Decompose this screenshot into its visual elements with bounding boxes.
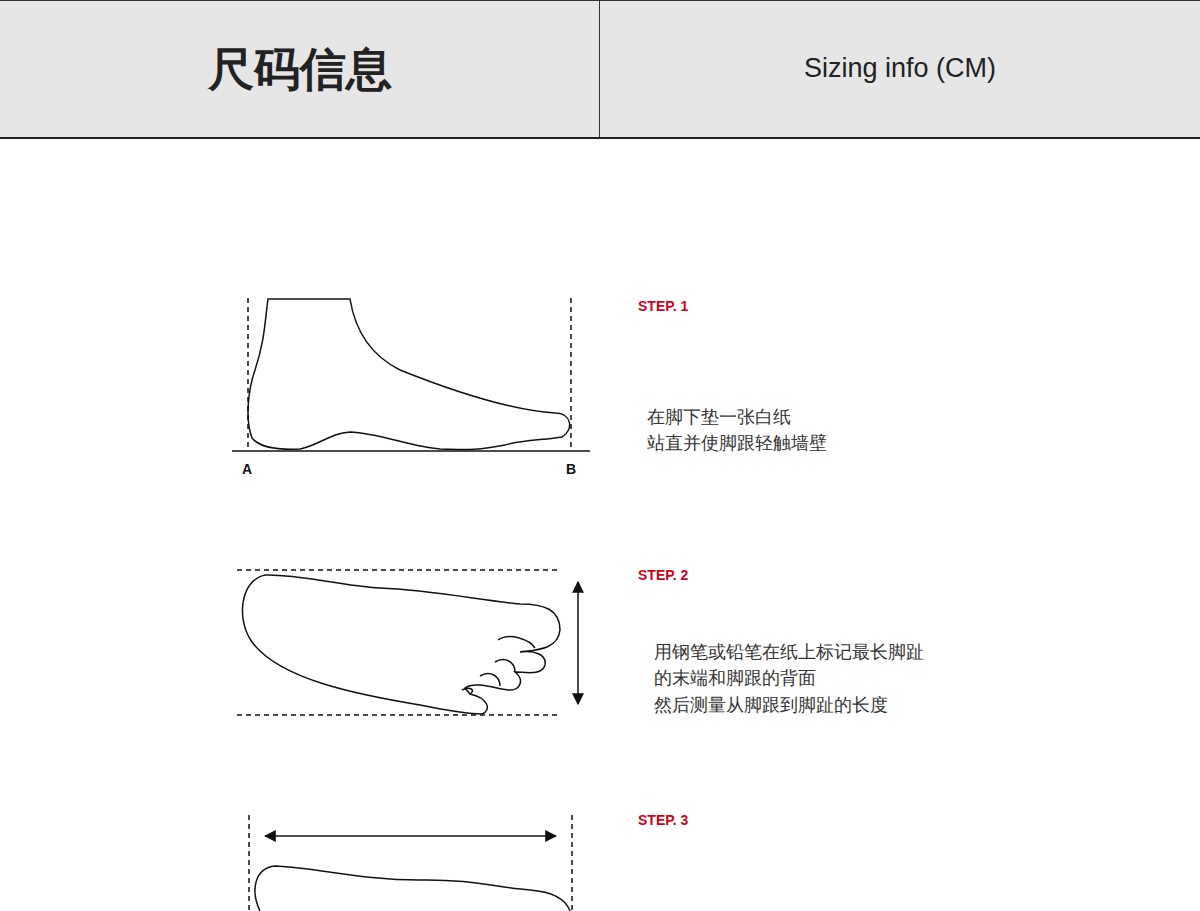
side-foot	[232, 298, 590, 451]
top-foot	[237, 570, 578, 715]
point-letter: B	[566, 462, 576, 477]
instruction-text: 站直并使脚跟轻触墙壁	[647, 434, 827, 454]
step-number: STEP. 3	[638, 813, 688, 828]
subtitle-cell: Sizing info (CM)	[600, 0, 1200, 139]
header-text: 尺码信息	[208, 44, 392, 95]
length-foot	[249, 815, 572, 911]
point-letter: A	[242, 462, 252, 477]
instruction-text: 在脚下垫一张白纸	[647, 408, 791, 428]
instruction-text: 的末端和脚跟的背面	[654, 669, 816, 689]
header-text: Sizing info (CM)	[804, 54, 996, 84]
title-cell: 尺码信息	[0, 0, 600, 139]
step-number: STEP. 1	[638, 299, 688, 314]
instruction-text: 然后测量从脚跟到脚趾的长度	[654, 696, 888, 716]
step-number: STEP. 2	[638, 568, 688, 583]
instruction-text: 用钢笔或铅笔在纸上标记最长脚趾	[654, 643, 924, 663]
